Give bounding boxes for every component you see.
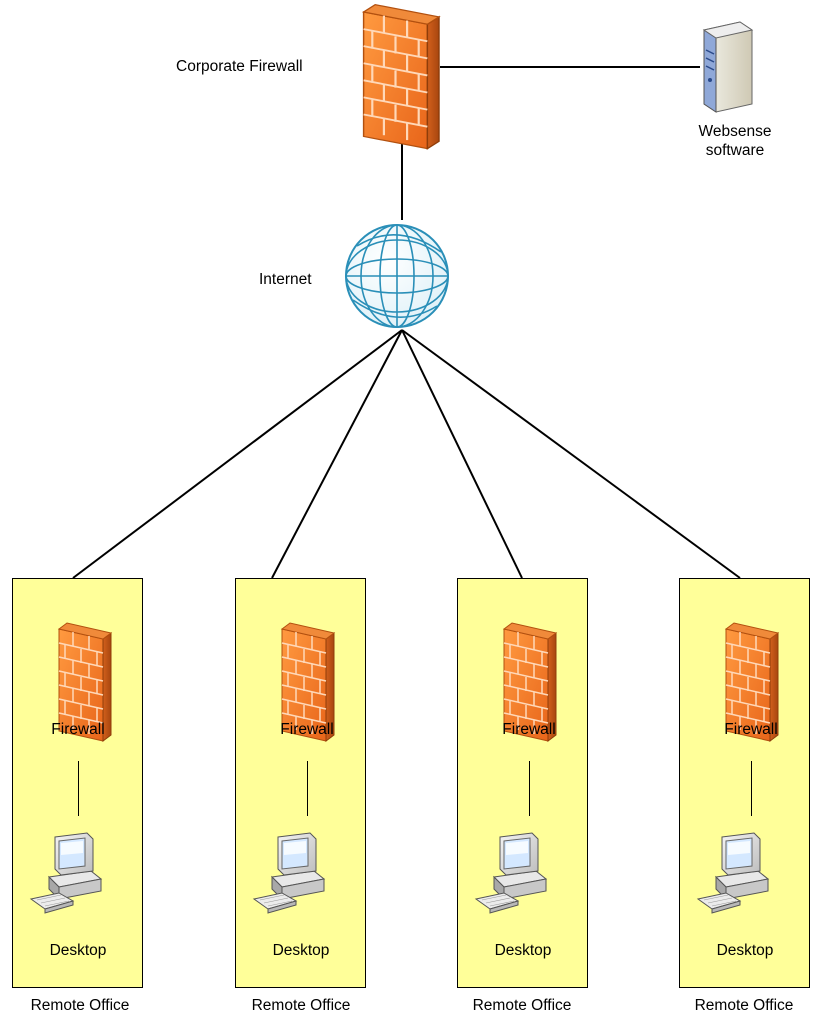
desktop-icon	[697, 832, 769, 914]
desktop-label: Desktop	[49, 942, 107, 959]
desktop-label: Desktop	[716, 942, 774, 959]
link-internet-office-4	[401, 329, 741, 579]
remote-office-3: Firewall Desktop	[457, 578, 588, 988]
server-icon	[702, 21, 754, 113]
remote-office-label-4: Remote Office	[694, 997, 794, 1014]
firewall-label: Firewall	[51, 721, 105, 738]
desktop-icon	[253, 832, 325, 914]
connectors	[72, 66, 741, 579]
office-link	[78, 761, 79, 816]
desktop-icon	[30, 832, 102, 914]
internet-label: Internet	[259, 271, 312, 288]
desktop-label: Desktop	[272, 942, 330, 959]
desktop-label: Desktop	[494, 942, 552, 959]
office-link	[529, 761, 530, 816]
websense-label-line2: software	[705, 141, 765, 159]
corporate-firewall-label: Corporate Firewall	[176, 58, 303, 75]
remote-office-4: Firewall Desktop	[679, 578, 810, 988]
remote-office-label-2: Remote Office	[251, 997, 351, 1014]
link-internet-office-2	[271, 329, 403, 579]
firewall-label: Firewall	[724, 721, 778, 738]
firewall-label: Firewall	[280, 721, 334, 738]
desktop-icon	[475, 832, 547, 914]
remote-office-1: Firewall Desktop	[12, 578, 143, 988]
remote-office-2: Firewall Desktop	[235, 578, 366, 988]
websense-label: Websense software	[699, 123, 772, 160]
firewall-label: Firewall	[502, 721, 556, 738]
link-internet-office-3	[401, 329, 523, 579]
websense-label-line1: Websense	[698, 123, 772, 140]
corporate-firewall-icon	[362, 3, 441, 150]
globe-icon	[345, 224, 449, 328]
remote-office-label-3: Remote Office	[472, 997, 572, 1014]
office-link	[307, 761, 308, 816]
link-internet-office-1	[72, 329, 403, 579]
remote-office-label-1: Remote Office	[30, 997, 130, 1014]
office-link	[751, 761, 752, 816]
